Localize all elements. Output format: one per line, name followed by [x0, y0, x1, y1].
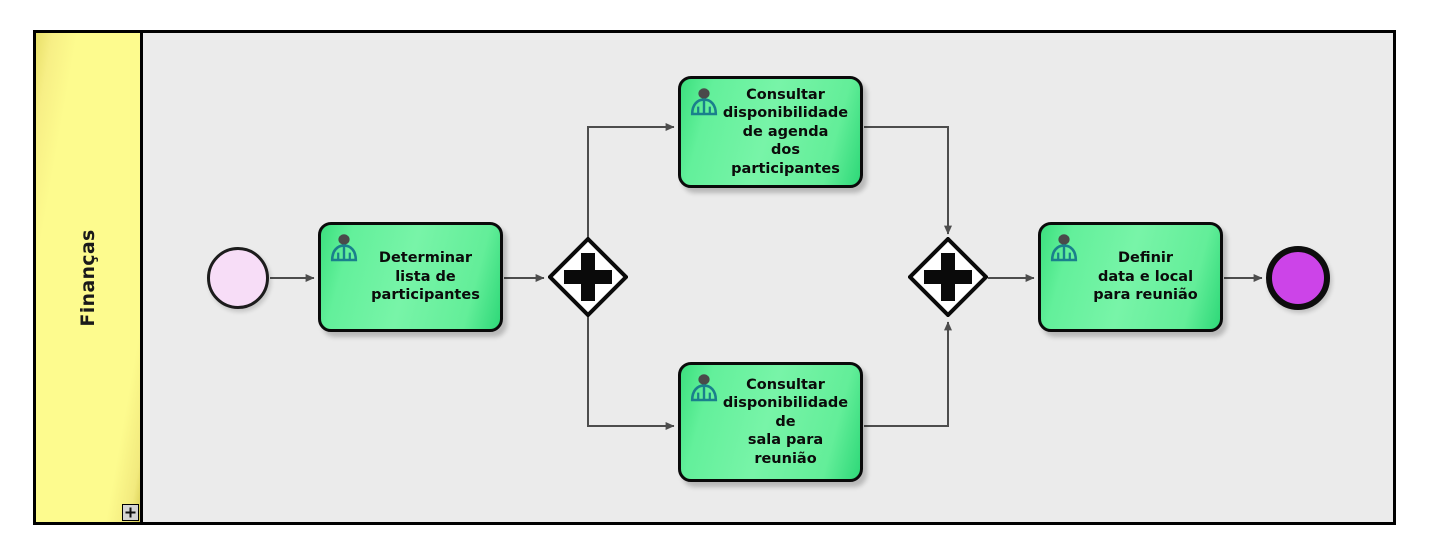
task-consultar-disponibilidade-de-agenda[interactable]: Consultar disponibilidade de agenda dos …: [678, 76, 863, 188]
plus-marker: [564, 253, 612, 301]
end-event[interactable]: [1266, 246, 1330, 310]
task-label: Consultar disponibilidade de sala para r…: [722, 376, 849, 467]
plus-icon: [125, 507, 136, 518]
user-icon: [329, 232, 359, 262]
user-icon: [1049, 232, 1079, 262]
user-icon: [689, 372, 719, 402]
task-determinar-lista-de-participantes[interactable]: Determinar lista de participantes: [318, 222, 503, 332]
lane-title: Finanças: [77, 228, 99, 327]
parallel-gateway-split[interactable]: [548, 237, 628, 317]
task-label: Definir data e local para reunião: [1093, 250, 1198, 304]
lane-header-financas[interactable]: Finanças: [36, 33, 143, 522]
parallel-gateway-join[interactable]: [908, 237, 988, 317]
task-label: Consultar disponibilidade de agenda dos …: [722, 86, 849, 177]
plus-marker: [924, 253, 972, 301]
lane-collapse-button[interactable]: [122, 504, 139, 521]
start-event[interactable]: [207, 247, 269, 309]
task-consultar-disponibilidade-de-sala[interactable]: Consultar disponibilidade de sala para r…: [678, 362, 863, 482]
user-icon: [689, 86, 719, 116]
task-label: Determinar lista de participantes: [371, 250, 480, 304]
task-definir-data-e-local[interactable]: Definir data e local para reunião: [1038, 222, 1223, 332]
